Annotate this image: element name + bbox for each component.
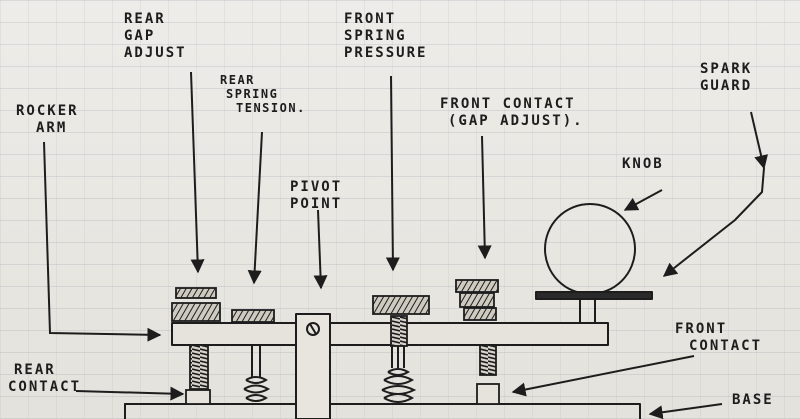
label-pivot-point: PIVOT POINT: [290, 179, 342, 213]
arrow-front-contact: [511, 355, 695, 397]
label-front-spring-pressure: FRONT SPRING PRESSURE: [344, 11, 427, 62]
label-line: GAP: [124, 28, 156, 44]
arrow-spark-guard: [750, 111, 768, 170]
spark-guard-plate: [535, 291, 653, 300]
label-line: FRONT CONTACT: [440, 96, 576, 112]
label-rocker-arm: ROCKER ARM: [16, 103, 79, 137]
label-line: POINT: [290, 196, 343, 212]
label-line: REAR: [14, 362, 56, 378]
label-line: CONTACT: [689, 338, 763, 354]
label-line: FRONT: [675, 321, 728, 337]
label-base: BASE: [732, 392, 774, 408]
rocker-arm: [171, 322, 609, 346]
front-contact-nut-top: [455, 279, 499, 293]
arrow-pivot: [313, 209, 328, 290]
front-contact-thread: [479, 344, 497, 376]
arrow-rocker-arm: [43, 141, 162, 342]
label-knob: KNOB: [622, 156, 664, 172]
rear-gap-nut-top: [175, 287, 217, 299]
arrow-knob: [623, 189, 663, 211]
arrow-rear-contact: [75, 386, 185, 401]
knob-circle: [544, 203, 636, 295]
label-line: PRESSURE: [344, 45, 428, 61]
front-spring-nut: [372, 295, 430, 315]
label-line: SPARK: [700, 61, 753, 77]
front-spring-thread: [390, 315, 408, 347]
label-line: REAR: [220, 73, 255, 87]
front-contact-post: [476, 383, 500, 405]
arrow-front-contact-gap: [477, 135, 492, 260]
label-rear-contact: REAR CONTACT: [8, 362, 81, 396]
label-line: REAR: [124, 11, 166, 27]
label-line: PIVOT: [290, 179, 343, 195]
label-line: GUARD: [700, 78, 753, 94]
arrow-rear-spring: [247, 131, 263, 285]
front-spring: [381, 346, 417, 403]
pivot-screw: [306, 322, 320, 336]
rear-spring: [243, 345, 270, 402]
label-rear-gap-adjust: REAR GAP ADJUST: [124, 11, 187, 62]
arrow-base: [648, 403, 723, 419]
base-plate: [124, 403, 641, 419]
rear-spring-nut: [231, 309, 275, 323]
front-contact-nut-low: [463, 307, 497, 321]
front-contact-nut: [459, 292, 495, 308]
rear-gap-nut: [171, 302, 221, 322]
pivot-block: [295, 313, 331, 419]
rear-gap-thread: [189, 344, 209, 390]
label-spark-guard: SPARK GUARD: [700, 61, 752, 95]
label-line: CONTACT: [8, 379, 82, 395]
label-rear-spring-tension: REAR SPRING TENSION.: [220, 73, 306, 115]
label-line: ROCKER: [16, 103, 79, 119]
arrow-front-spring: [385, 75, 400, 272]
label-front-contact: FRONT CONTACT: [675, 321, 762, 355]
label-line: SPRING: [344, 28, 407, 44]
arrow-rear-gap: [190, 71, 205, 274]
label-front-contact-gap-adjust: FRONT CONTACT (GAP ADJUST).: [440, 96, 584, 130]
label-line: (GAP ADJUST).: [448, 113, 584, 129]
label-line: ADJUST: [124, 45, 187, 61]
label-line: ARM: [36, 120, 68, 136]
label-line: TENSION.: [236, 101, 306, 115]
arrow-spark-guard-tail: [662, 167, 765, 277]
label-line: FRONT: [344, 11, 397, 27]
rear-contact-post: [185, 389, 211, 405]
label-line: SPRING: [226, 87, 279, 101]
